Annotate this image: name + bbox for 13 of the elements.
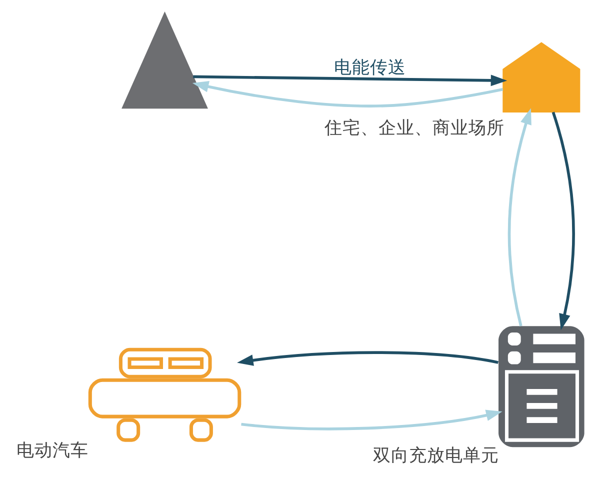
node-picture (502, 42, 580, 113)
arrow (192, 81, 503, 108)
arrow (240, 410, 502, 430)
node-label: 住宅、企业、商业场所 (324, 118, 504, 138)
arrow (551, 112, 574, 330)
arrow (192, 74, 507, 86)
arrow (236, 351, 498, 366)
node-picture (498, 326, 584, 448)
node-label: 电动汽车 (16, 440, 88, 461)
node-label: 双向充放电单元 (372, 446, 499, 466)
arrow (507, 108, 531, 326)
edge-label: 电能传送 (333, 58, 406, 78)
node-picture (121, 11, 208, 109)
